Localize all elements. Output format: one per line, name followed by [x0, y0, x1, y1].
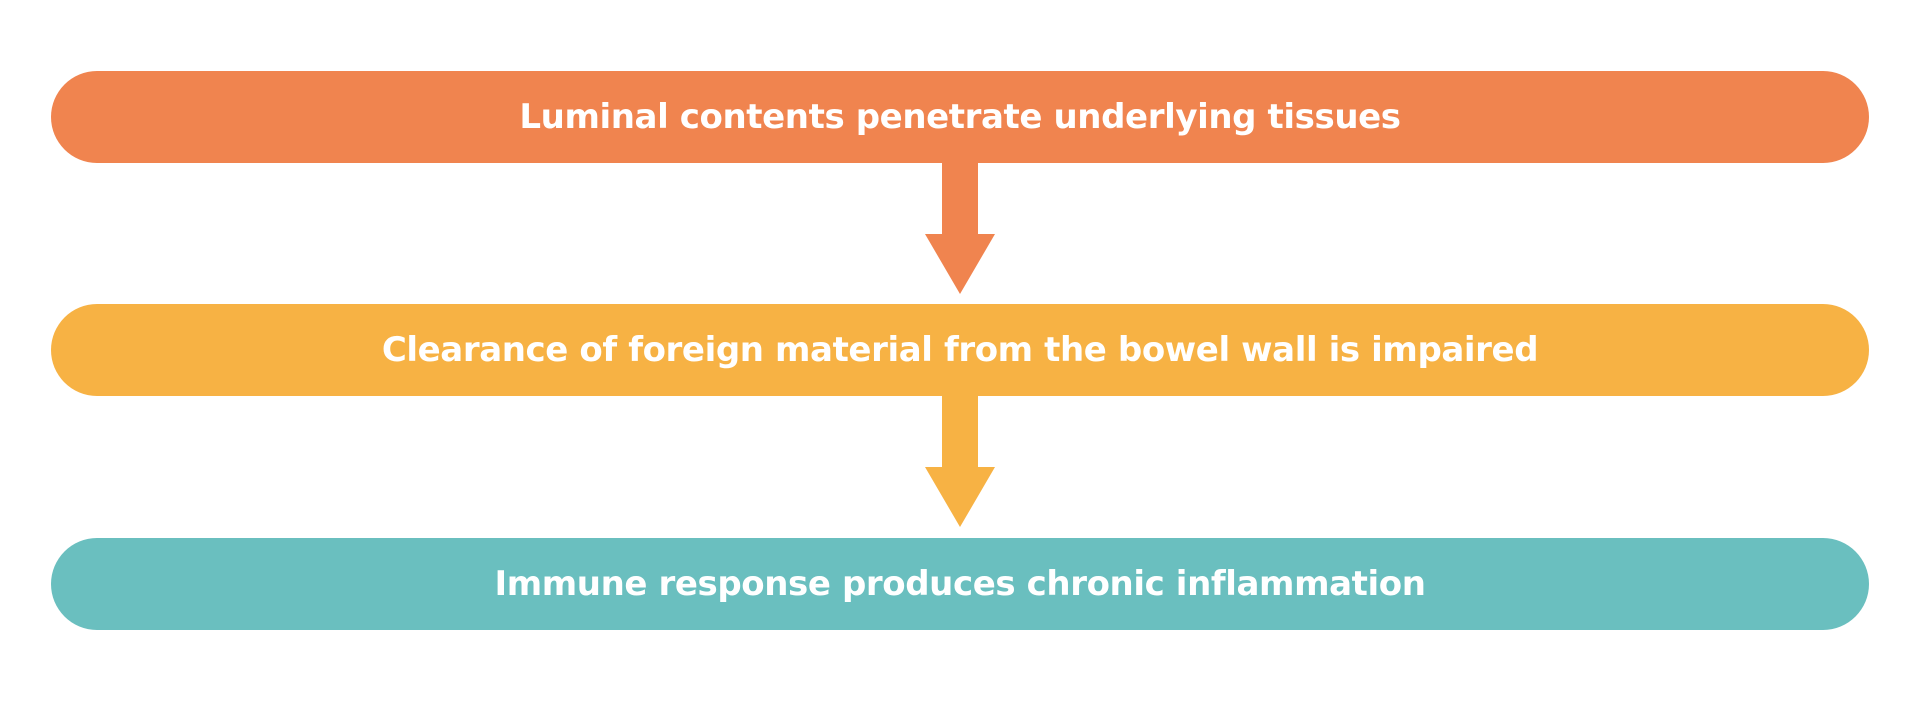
- arrow-shape: [925, 396, 995, 527]
- flow-step-chronic-inflammation: Immune response produces chronic inflamm…: [51, 538, 1869, 630]
- arrow-shape: [925, 163, 995, 294]
- arrow-down-icon: [924, 396, 996, 528]
- flow-step-label: Clearance of foreign material from the b…: [381, 330, 1539, 370]
- flow-step-label: Luminal contents penetrate underlying ti…: [519, 97, 1401, 137]
- flow-step-luminal-contents: Luminal contents penetrate underlying ti…: [51, 71, 1869, 163]
- flow-step-clearance-impaired: Clearance of foreign material from the b…: [51, 304, 1869, 396]
- flow-step-label: Immune response produces chronic inflamm…: [494, 564, 1426, 604]
- arrow-down-icon: [924, 163, 996, 295]
